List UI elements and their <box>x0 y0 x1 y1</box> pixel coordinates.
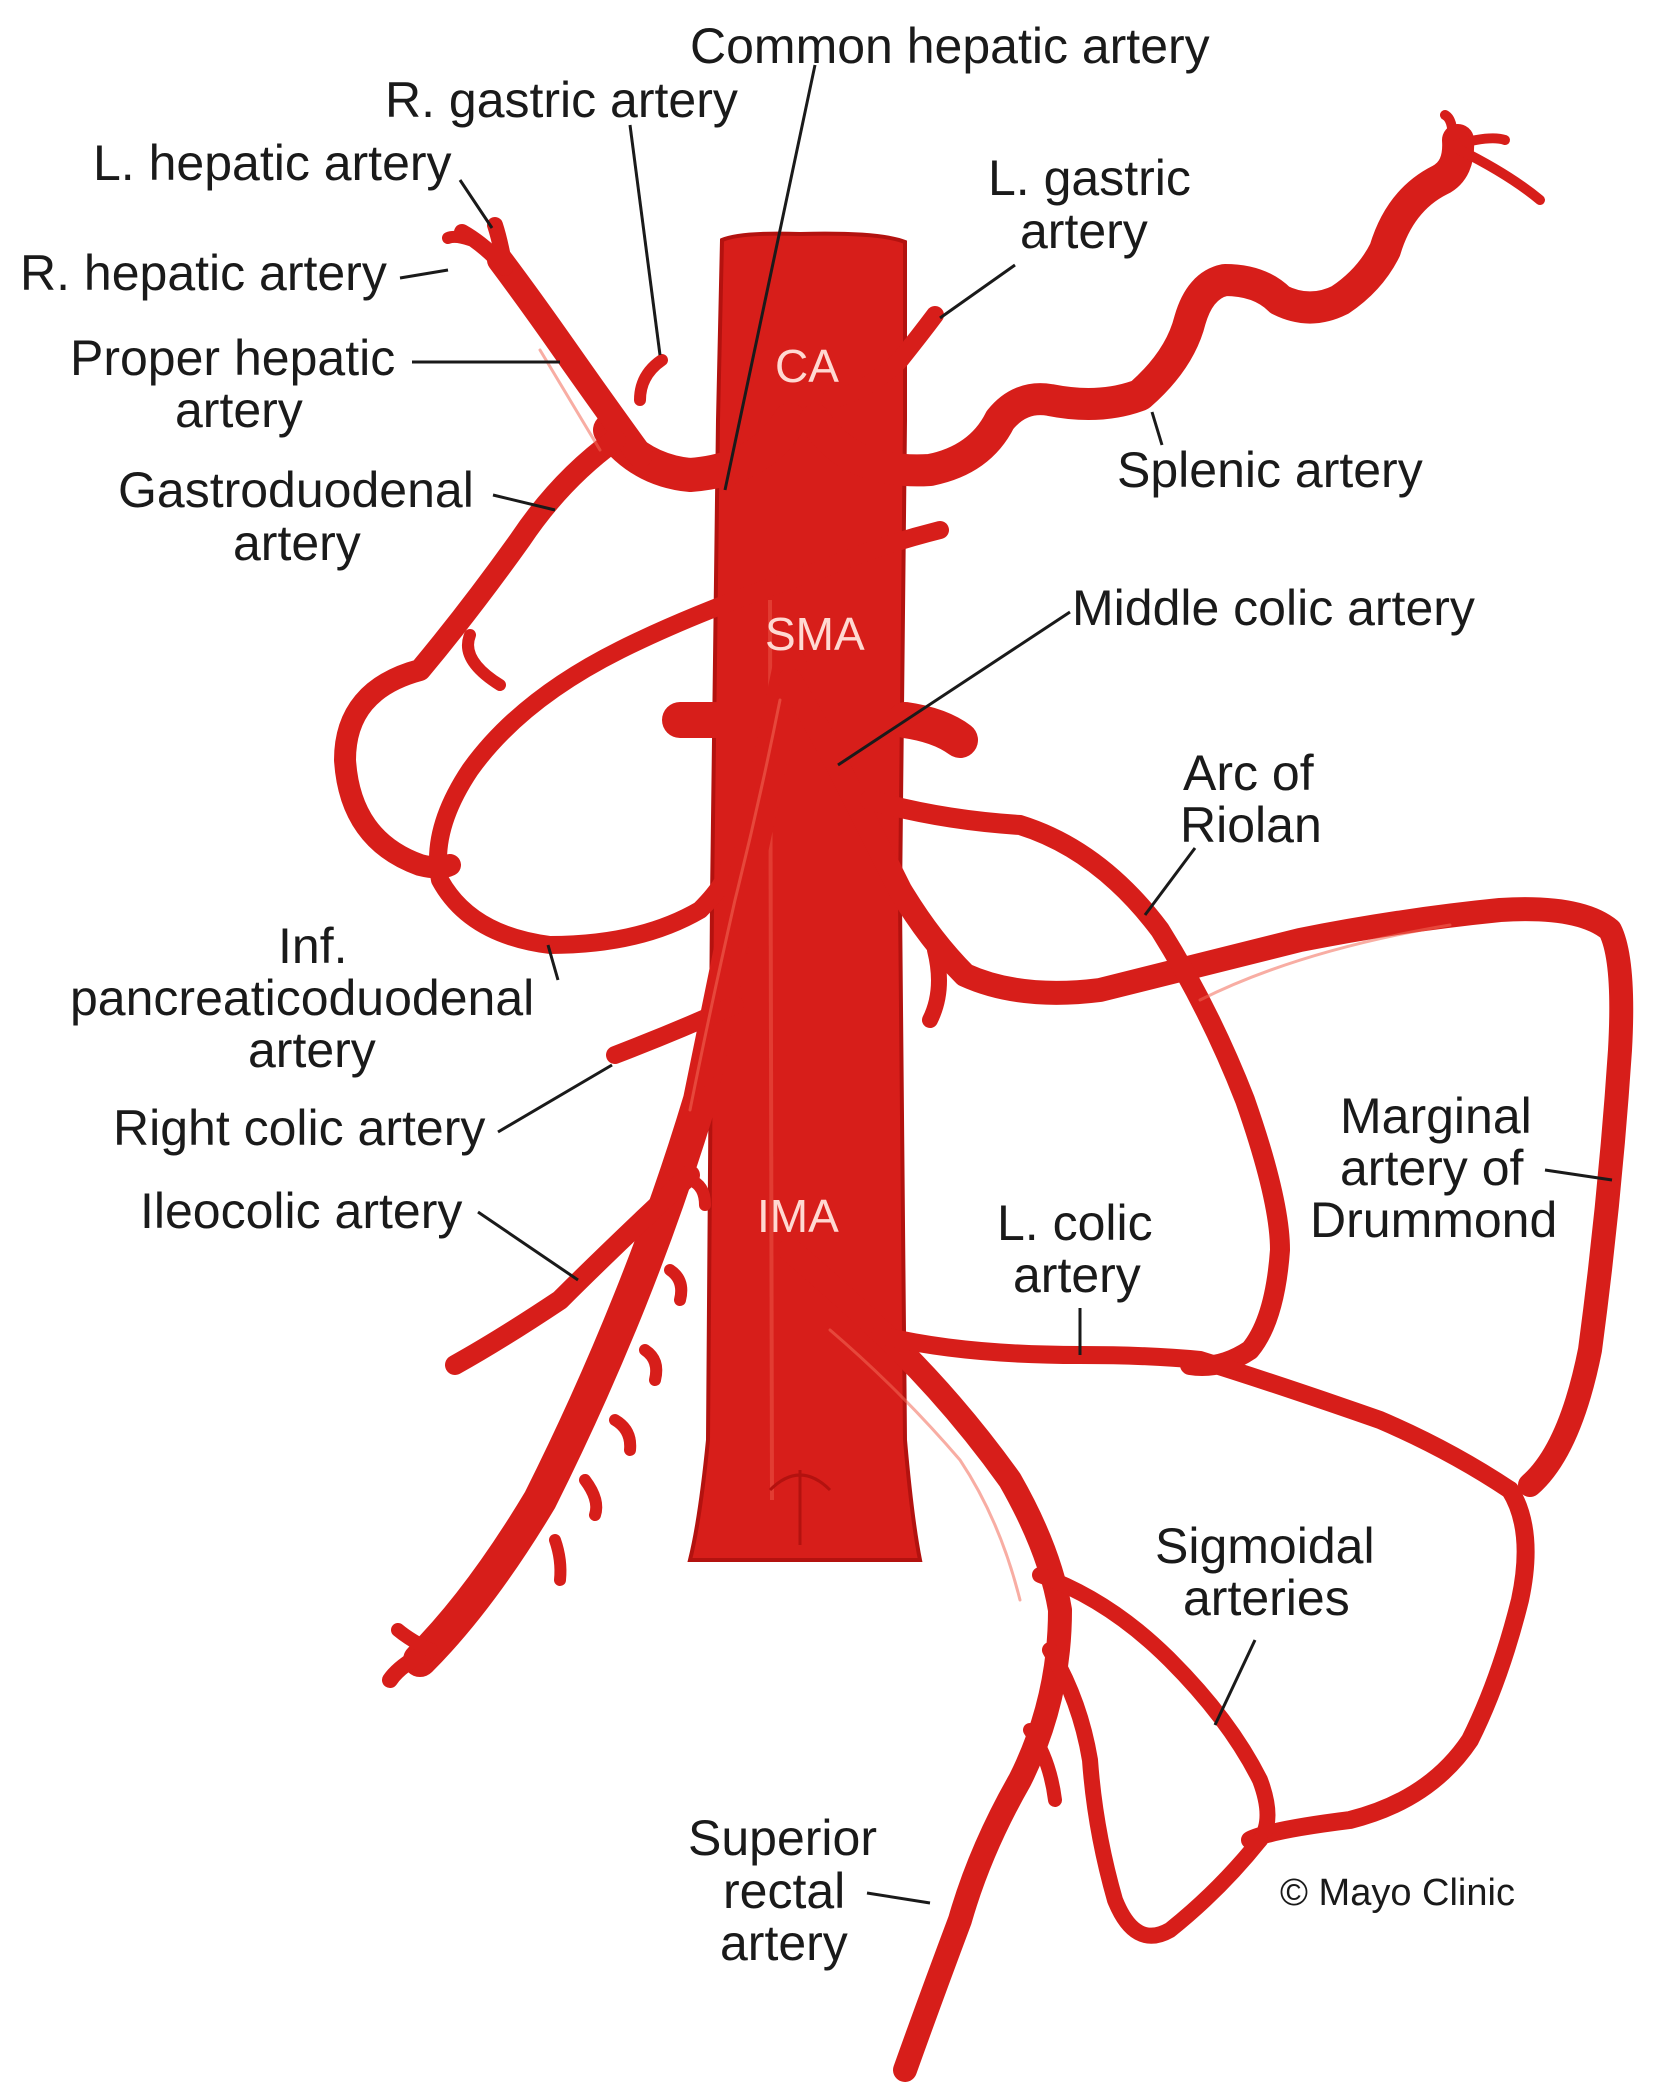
label-proper-hepatic-2: artery <box>175 382 303 438</box>
label-marginal-2: artery of <box>1340 1140 1524 1196</box>
label-r-hepatic: R. hepatic artery <box>20 245 387 301</box>
leader-right-colic <box>497 1063 613 1134</box>
label-l-colic-2: artery <box>1013 1247 1141 1303</box>
label-right-colic: Right colic artery <box>113 1100 485 1156</box>
aorta <box>687 231 923 1562</box>
label-sup-rectal-1: Superior <box>688 1810 877 1866</box>
label-common-hepatic: Common hepatic artery <box>690 18 1210 74</box>
leader-common-hepatic <box>723 64 817 491</box>
vessel-origin-labels: CA SMA IMA <box>757 340 865 1242</box>
leader-splenic <box>1150 411 1164 446</box>
leader-middle-colic <box>837 610 1071 767</box>
leader-marginal <box>1544 1168 1613 1182</box>
leader-inf-pd <box>546 944 560 981</box>
leader-gastroduodenal <box>492 493 556 512</box>
label-sma: SMA <box>765 608 865 660</box>
copyright-notice: © Mayo Clinic <box>1280 1872 1515 1914</box>
label-ca: CA <box>775 340 839 392</box>
leader-l-gastric <box>939 263 1016 320</box>
leader-ileocolic <box>477 1210 579 1282</box>
sma-branches <box>382 648 1634 1688</box>
label-marginal-1: Marginal <box>1340 1088 1532 1144</box>
label-gastroduodenal-2: artery <box>233 515 361 571</box>
label-l-gastric-2: artery <box>1020 203 1148 259</box>
label-inf-pd-3: artery <box>248 1022 376 1078</box>
label-splenic: Splenic artery <box>1117 442 1423 498</box>
ima-branches <box>778 1238 1535 2082</box>
leader-r-hepatic <box>399 268 449 280</box>
label-ima: IMA <box>757 1190 839 1242</box>
label-arc-riolan-2: Riolan <box>1180 797 1322 853</box>
label-l-gastric-1: L. gastric <box>988 150 1191 206</box>
label-r-gastric: R. gastric artery <box>385 72 738 128</box>
leader-arc-riolan <box>1143 847 1197 916</box>
leader-sigmoidal <box>1213 1639 1257 1726</box>
label-sigmoidal-2: arteries <box>1183 1570 1350 1626</box>
leader-l-hepatic <box>458 179 494 229</box>
label-marginal-3: Drummond <box>1310 1192 1557 1248</box>
leader-r-gastric <box>628 124 662 356</box>
label-arc-riolan-1: Arc of <box>1183 745 1314 801</box>
leader-sup-rectal <box>866 1891 931 1905</box>
label-sup-rectal-2: rectal <box>723 1863 845 1919</box>
artery-labels: Common hepatic artery R. gastric artery … <box>20 18 1557 1971</box>
label-sup-rectal-3: artery <box>720 1915 848 1971</box>
celiac-trunk-branches <box>334 110 1545 954</box>
label-sigmoidal-1: Sigmoidal <box>1155 1518 1375 1574</box>
label-gastroduodenal-1: Gastroduodenal <box>118 462 474 518</box>
label-l-colic-1: L. colic <box>997 1195 1153 1251</box>
label-proper-hepatic-1: Proper hepatic <box>70 330 395 386</box>
label-middle-colic: Middle colic artery <box>1072 580 1475 636</box>
label-ileocolic: Ileocolic artery <box>140 1183 462 1239</box>
label-inf-pd-2: pancreaticoduodenal <box>70 970 534 1026</box>
vessel-highlights <box>538 348 1452 1602</box>
leader-lines <box>399 64 1613 1905</box>
label-inf-pd-1: Inf. <box>278 918 347 974</box>
label-l-hepatic: L. hepatic artery <box>93 135 452 191</box>
